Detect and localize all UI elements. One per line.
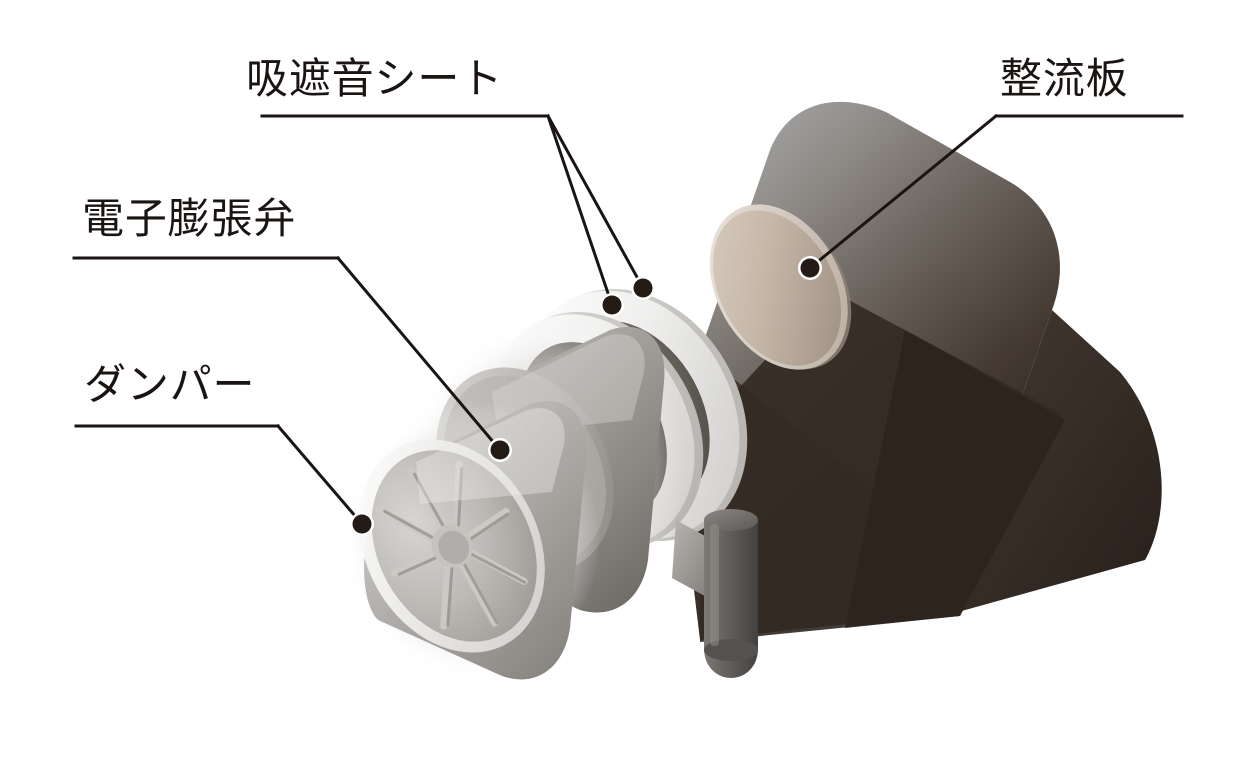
callout-dot-sheet-2 [633,278,653,298]
callout-dot-damper [352,514,372,534]
drain-pipe [704,509,758,678]
callout-label-sound-absorbing-sheet: 吸遮音シート [246,54,504,103]
leader-damper [74,423,365,527]
callout-dot-sheet-1 [602,295,622,315]
rectifier-disc [709,204,852,370]
rectifier-disc-face [712,210,842,366]
callout-leader-lines [72,113,1184,527]
leader-sound-absorbing-sheet [260,113,646,307]
callout-dots [350,256,822,536]
leader-electronic-expansion-valve [72,255,503,453]
callout-label-rectifier-plate: 整流板 [1000,54,1129,103]
housing-right-face [958,310,1162,612]
damper-hub-inner [438,530,470,564]
callout-dot-rectifier [800,258,820,278]
damper-cylinder [340,400,600,680]
callout-label-electronic-expansion-valve: 電子膨張弁 [82,194,297,243]
callout-label-damper: ダンパー [84,360,256,409]
damper-spoke-shadow [383,467,527,627]
callout-dot-valve [490,440,510,460]
housing-shadow-overlay [700,290,1065,642]
drain-pipe-highlight [710,524,719,646]
leader-rectifier-plate [807,113,1184,271]
